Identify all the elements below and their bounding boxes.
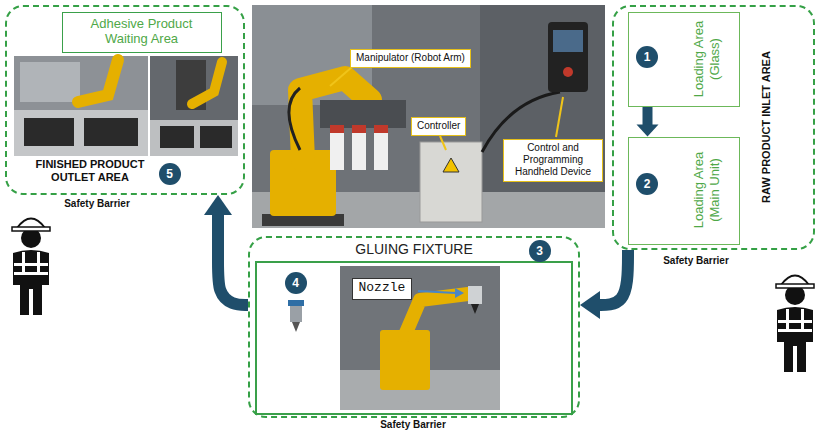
gluing-fixture-frame	[256, 262, 572, 414]
barrier-label: Safety Barrier	[656, 255, 736, 266]
flow-arrow	[580, 250, 628, 319]
outlet-photo-part	[20, 62, 80, 102]
robot-cell-photo-part	[352, 125, 366, 170]
outlet-photo-part	[160, 126, 194, 148]
barrier-label: Safety Barrier	[368, 419, 458, 430]
gluing-photo-part	[340, 266, 500, 410]
zone-title: GLUING FIXTURE	[250, 241, 578, 257]
part-name: Control and Programming Handheld Device	[504, 140, 602, 180]
flow-arrow	[637, 107, 659, 137]
robot-cell-photo-part	[374, 125, 388, 133]
step-number: 4	[285, 272, 307, 294]
step-number: 5	[159, 163, 181, 185]
worker-figure	[12, 219, 50, 316]
step-number: 1	[636, 46, 658, 68]
loading-area: 2 Loading Area (Main Unit)	[628, 137, 740, 245]
area-label: Loading Area (Glass)	[691, 16, 722, 101]
nozzle-label-box: Nozzle	[352, 278, 413, 300]
arrow-head	[580, 291, 600, 319]
robot-cell-photo-part	[374, 125, 388, 170]
nozzle-icon	[288, 300, 304, 332]
outlet-photo-part	[84, 118, 138, 146]
outlet-photo-part	[150, 120, 238, 156]
arrow-shaft	[218, 214, 248, 305]
robot-cell-photo-part	[420, 142, 482, 222]
robot-cell-photo-part	[553, 30, 583, 52]
flow-arrow	[204, 195, 248, 305]
robot-cell-photo	[252, 5, 605, 228]
robot-cell-photo-part	[330, 67, 352, 86]
outlet-photo-part	[78, 60, 118, 102]
arrow-head	[637, 125, 659, 137]
callout-number: 2	[636, 173, 658, 195]
gluing-photo-part	[455, 288, 464, 298]
gluing-photo-part	[468, 286, 482, 304]
outlet-photo-part	[200, 126, 232, 148]
zone-title: FINISHED PRODUCT OUTLET AREA	[25, 158, 155, 184]
worker-figure-part	[12, 219, 50, 316]
robot-cell-photo-part	[563, 67, 573, 77]
robot-cell-photo-part	[352, 125, 366, 133]
robot-cell-photo-part	[548, 22, 588, 92]
nozzle-icon-part	[288, 300, 304, 306]
outlet-photo-part	[24, 118, 74, 146]
gluing-photo	[340, 266, 500, 410]
robot-cell-photo-part	[320, 100, 406, 128]
step-number: 2	[636, 173, 658, 195]
callout-box: Control and Programming Handheld Device	[503, 139, 603, 182]
worker-figure-part	[776, 276, 814, 373]
worker-figure	[776, 276, 814, 373]
outlet-photo-part	[192, 62, 222, 104]
part-name: Nozzle	[353, 279, 412, 298]
robot-cell-photo-part	[252, 5, 605, 228]
nozzle-icon-part	[292, 322, 300, 332]
gluing-photo-part	[405, 294, 468, 335]
part-name: Manipulator (Robot Arm)	[351, 50, 470, 66]
robot-cell-photo-part	[330, 125, 344, 133]
robot-cell-photo-part	[556, 97, 563, 137]
arrow-shaft	[599, 250, 628, 305]
inlet-zone: 1 Loading Area (Glass) 2 Loading Area (Main…	[612, 5, 815, 250]
area-header: Adhesive Product Waiting Area	[62, 12, 222, 53]
robot-cell-photo-part	[440, 136, 446, 150]
gluing-zone: 34NozzleGLUING FIXTURESafety Barrier	[248, 236, 580, 418]
callout-box: Manipulator (Robot Arm)	[350, 49, 471, 68]
area-label: Loading Area (Main Unit)	[691, 142, 722, 238]
outlet-zone: Adhesive Product Waiting Area 5FINISHED P…	[5, 5, 245, 195]
loading-area: 1 Loading Area (Glass)	[628, 12, 740, 107]
callout-box: Controller	[411, 117, 466, 136]
robot-cell-photo-part	[289, 88, 300, 150]
gluing-photo-part	[418, 291, 456, 293]
callout-number: 4	[285, 272, 307, 294]
robot-cell-photo-part	[443, 158, 459, 172]
header-text: Adhesive Product Waiting Area	[63, 13, 221, 50]
callout-number: 5	[159, 163, 181, 185]
outlet-photo-part	[150, 56, 238, 156]
part-name: Controller	[412, 118, 465, 134]
callout-number: 3	[529, 240, 551, 262]
outlet-photo	[14, 56, 238, 156]
step-number: 3	[529, 240, 551, 262]
gluing-photo-part	[471, 304, 479, 314]
barrier-label: Safety Barrier	[42, 198, 152, 209]
outlet-photo-part	[14, 110, 148, 156]
robot-cell-photo-part	[330, 125, 344, 170]
arrow-head	[204, 195, 232, 215]
zone-title: RAW PRODUCT INLET AREA	[760, 12, 772, 242]
callout-number: 1	[636, 46, 658, 68]
nozzle-icon-part	[290, 306, 302, 322]
arrow-shaft	[643, 107, 653, 126]
outlet-photo-part	[14, 56, 148, 156]
gluing-fixture-frame-part	[256, 262, 572, 414]
